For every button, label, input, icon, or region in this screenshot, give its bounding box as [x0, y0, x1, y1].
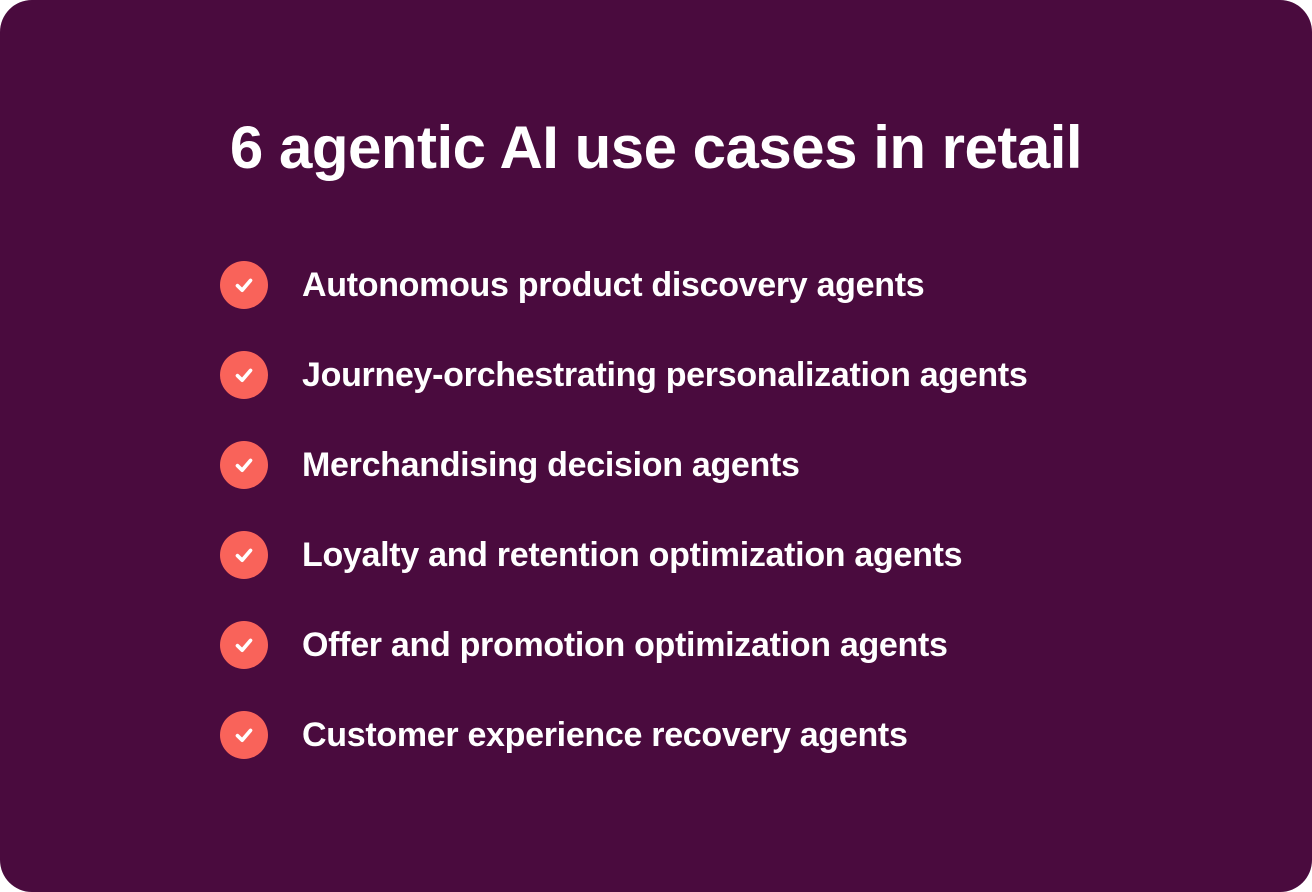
- use-case-list: Autonomous product discovery agents Jour…: [0, 261, 1312, 759]
- list-item-label: Loyalty and retention optimization agent…: [302, 535, 963, 574]
- list-item-label: Autonomous product discovery agents: [302, 265, 925, 304]
- list-item-label: Customer experience recovery agents: [302, 715, 908, 754]
- list-item: Offer and promotion optimization agents: [220, 621, 1312, 669]
- check-icon: [220, 711, 268, 759]
- list-item: Merchandising decision agents: [220, 441, 1312, 489]
- list-item-label: Offer and promotion optimization agents: [302, 625, 948, 664]
- check-icon: [220, 261, 268, 309]
- check-icon: [220, 351, 268, 399]
- list-item: Autonomous product discovery agents: [220, 261, 1312, 309]
- list-item-label: Journey-orchestrating personalization ag…: [302, 355, 1028, 394]
- page-title: 6 agentic AI use cases in retail: [229, 114, 1083, 181]
- check-icon: [220, 441, 268, 489]
- list-item: Journey-orchestrating personalization ag…: [220, 351, 1312, 399]
- check-icon: [220, 621, 268, 669]
- list-item: Customer experience recovery agents: [220, 711, 1312, 759]
- check-icon: [220, 531, 268, 579]
- list-item: Loyalty and retention optimization agent…: [220, 531, 1312, 579]
- list-item-label: Merchandising decision agents: [302, 445, 800, 484]
